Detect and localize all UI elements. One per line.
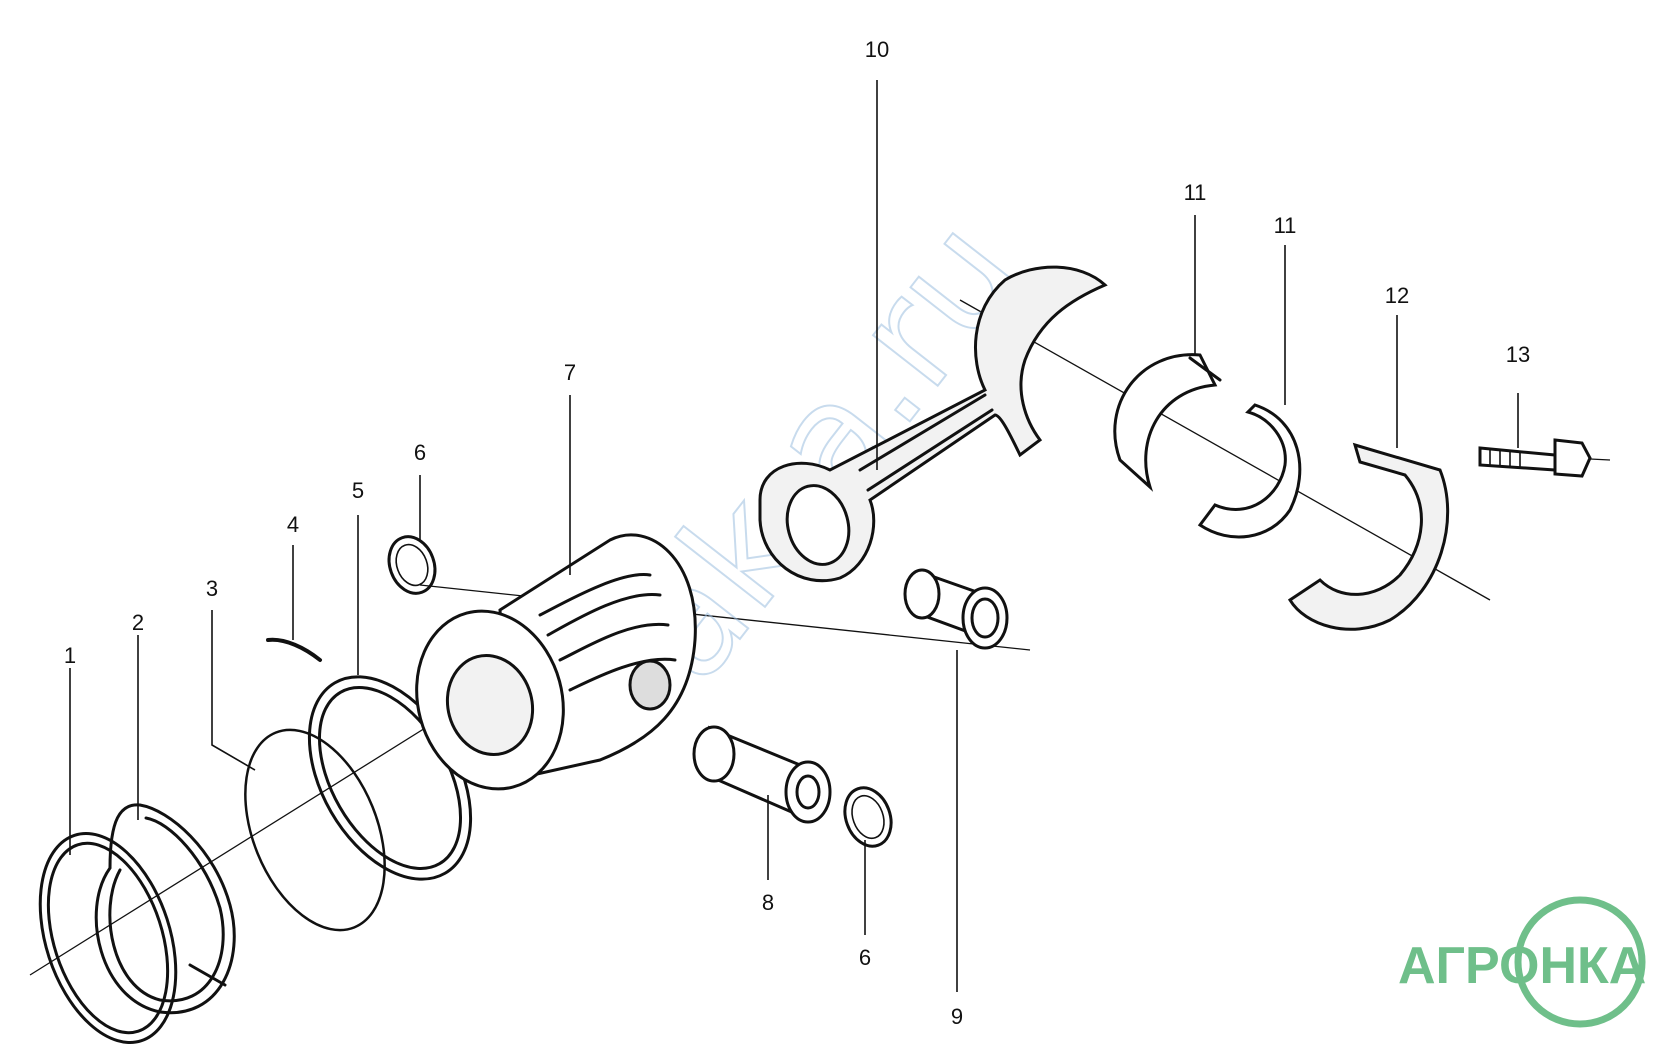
callout-6-lower: 6 [859,945,871,970]
piston-crown-recess [445,653,535,757]
logo-circle [1514,896,1646,1028]
callout-4: 4 [287,512,299,537]
callout-11-right: 11 [1274,213,1297,238]
callout-13: 13 [1506,342,1530,367]
callout-numbers: 1 2 3 4 5 6 7 8 6 9 10 11 11 12 13 [64,37,1530,1029]
callout-12: 12 [1385,283,1409,308]
connecting-rod-cap [1287,442,1450,631]
callout-6-upper: 6 [414,440,426,465]
brand-logo: АГРОНКА [1398,896,1646,1028]
piston-pin-bore [628,659,672,711]
callout-1: 1 [64,643,76,668]
rod-cap-bolt [1478,438,1611,478]
bearing-shell-lower [1197,403,1302,539]
circlip-lower [843,786,893,848]
bearing-shell-upper [1113,353,1222,492]
oil-ring-expander [244,728,386,932]
connecting-rod [758,265,1108,583]
small-end-bushing [903,568,1009,650]
piston-ring-2 [94,803,236,1015]
callout-5: 5 [352,478,364,503]
callout-8: 8 [762,890,774,915]
callout-11-left: 11 [1184,180,1207,205]
callout-3: 3 [206,576,218,601]
callout-2: 2 [132,610,144,635]
crank-axis-line [959,299,1491,601]
circlip-upper [387,535,437,595]
piston-pin [692,725,832,824]
callout-7: 7 [564,360,576,385]
callout-10: 10 [865,37,889,62]
callout-9: 9 [951,1004,963,1029]
piston [415,533,697,791]
callout-leaders [69,80,1519,992]
logo-text: АГРОНКА [1398,937,1646,995]
piston-ring-1 [38,832,178,1044]
ring-segment [266,637,322,662]
